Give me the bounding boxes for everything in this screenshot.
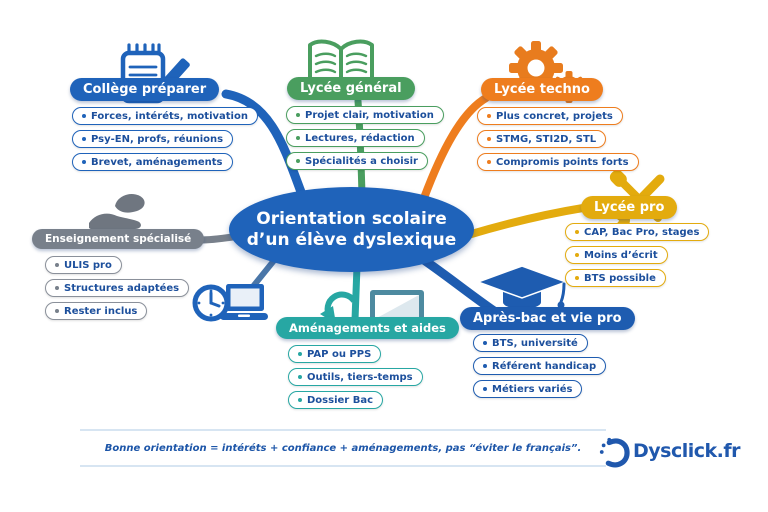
bullet-dot (82, 137, 86, 141)
item-label: Psy-EN, profs, réunions (91, 133, 224, 145)
bullet-dot (575, 253, 579, 257)
list-item: Structures adaptées (45, 279, 190, 297)
bullet-dot (298, 352, 302, 356)
item-label: BTS, université (492, 337, 578, 349)
item-label: Dossier Bac (307, 394, 373, 406)
list-item: Psy-EN, profs, réunions (72, 130, 234, 148)
list-item: STMG, STI2D, STL (477, 130, 607, 148)
bullet-dot (487, 114, 491, 118)
list-item: BTS possible (565, 269, 666, 287)
list-item: Outils, tiers-temps (288, 368, 423, 386)
clock-laptop-icon (190, 272, 270, 336)
bullet-dot (55, 286, 59, 290)
bullet-dot (575, 276, 579, 280)
list-item: Brevet, aménagements (72, 153, 233, 171)
item-label: BTS possible (584, 272, 656, 284)
item-label: Projet clair, motivation (305, 109, 434, 121)
key-message-text: Bonne orientation = intéréts + confiance… (104, 442, 582, 454)
bullet-dot (483, 364, 487, 368)
item-label: Spécialités a choisir (305, 155, 418, 167)
list-item: Métiers variés (473, 380, 583, 398)
item-label: Référent handicap (492, 360, 597, 372)
list-item: Référent handicap (473, 357, 607, 375)
list-item: Dossier Bac (288, 391, 383, 409)
item-label: Compromis points forts (496, 156, 629, 168)
list-item: ULIS pro (45, 256, 122, 274)
bullet-dot (82, 114, 86, 118)
item-label: PAP ou PPS (307, 348, 372, 360)
item-label: Rester inclus (64, 305, 138, 317)
item-label: Métiers variés (492, 383, 573, 395)
connector-apresbac (419, 255, 499, 316)
bullet-dot (82, 160, 86, 164)
branch-apresbac-pill: Après-bac et vie pro (460, 307, 635, 330)
list-item: Compromis points forts (477, 153, 639, 171)
list-item: BTS, université (473, 334, 588, 352)
dysclick-logo-icon (598, 433, 630, 469)
brand-logo-text: Dysclick.fr (633, 440, 741, 462)
list-item: Forces, intéréts, motivation (72, 107, 258, 125)
item-label: Forces, intéréts, motivation (91, 110, 248, 122)
connector-techno (420, 94, 490, 202)
connector-decorative (248, 255, 279, 292)
branch-apresbac-items: BTS, université Référent handicap Métier… (473, 334, 607, 398)
list-item: Projet clair, motivation (286, 106, 444, 124)
branch-techno-items: Plus concret, projets STMG, STI2D, STL C… (477, 107, 639, 171)
branch-pro-items: CAP, Bac Pro, stages Moins d’écrit BTS p… (565, 223, 710, 287)
central-topic-line1: Orientation scolaire (256, 208, 447, 229)
bullet-dot (298, 398, 302, 402)
branch-specialise-pill: Enseignement spécialisé (32, 229, 205, 249)
list-item: CAP, Bac Pro, stages (565, 223, 710, 241)
branch-general-pill: Lycée général (287, 77, 415, 100)
list-item: Rester inclus (45, 302, 148, 320)
central-topic-line2: d’un élève dyslexique (246, 229, 457, 250)
branch-amenagements-items: PAP ou PPS Outils, tiers-temps Dossier B… (288, 345, 423, 409)
key-message-banner: Bonne orientation = intéréts + confiance… (80, 429, 606, 467)
bullet-dot (575, 230, 579, 234)
item-label: STMG, STI2D, STL (496, 133, 597, 145)
item-label: CAP, Bac Pro, stages (584, 226, 700, 238)
item-label: Plus concret, projets (496, 110, 613, 122)
connector-pro (464, 204, 587, 239)
giving-hand-icon (84, 190, 156, 244)
graduation-cap-icon (475, 264, 569, 318)
branch-general-items: Projet clair, motivation Lectures, rédac… (286, 106, 444, 170)
list-item: Plus concret, projets (477, 107, 623, 125)
bullet-dot (298, 375, 302, 379)
bullet-dot (55, 263, 59, 267)
item-label: Lectures, rédaction (305, 132, 415, 144)
branch-college-pill: Collège préparer (70, 78, 220, 101)
list-item: Spécialités a choisir (286, 152, 428, 170)
branch-amenagements-pill: Aménagements et aides (276, 317, 459, 339)
bullet-dot (487, 160, 491, 164)
central-topic: Orientation scolaire d’un élève dyslexiq… (229, 187, 474, 272)
list-item: PAP ou PPS (288, 345, 382, 363)
bullet-dot (483, 341, 487, 345)
item-label: Moins d’écrit (584, 249, 658, 261)
bullet-dot (296, 136, 300, 140)
item-label: Structures adaptées (64, 282, 180, 294)
bullet-dot (483, 387, 487, 391)
item-label: ULIS pro (64, 259, 112, 271)
list-item: Moins d’écrit (565, 246, 668, 264)
branch-pro-pill: Lycée pro (581, 196, 678, 219)
item-label: Outils, tiers-temps (307, 371, 413, 383)
bullet-dot (296, 159, 300, 163)
brand-logo: Dysclick.fr (598, 433, 741, 469)
bullet-dot (55, 309, 59, 313)
connector-college (221, 89, 309, 205)
branch-techno-pill: Lycée techno (481, 78, 603, 101)
branch-specialise-items: ULIS pro Structures adaptées Rester incl… (45, 256, 190, 320)
item-label: Brevet, aménagements (91, 156, 223, 168)
bullet-dot (296, 113, 300, 117)
bullet-dot (487, 137, 491, 141)
list-item: Lectures, rédaction (286, 129, 425, 147)
branch-college-items: Forces, intéréts, motivation Psy-EN, pro… (72, 107, 258, 171)
connector-amenagements (351, 262, 361, 324)
